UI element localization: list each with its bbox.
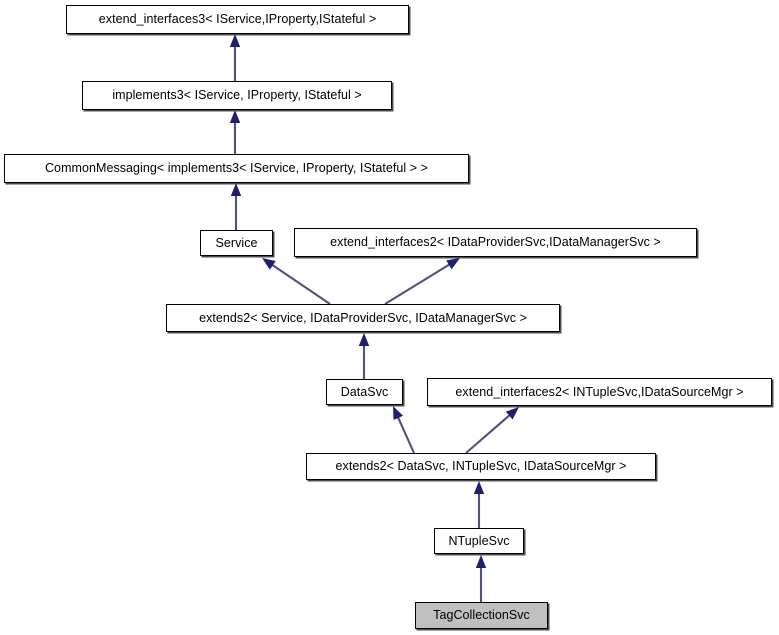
class-node-extends2_service[interactable]: extends2< Service, IDataProviderSvc, IDa… [166, 304, 560, 332]
class-node-DataSvc[interactable]: DataSvc [326, 379, 403, 405]
arrowhead-icon [505, 407, 519, 420]
arrowhead-icon [475, 555, 487, 568]
class-node-label: extends2< DataSvc, INTupleSvc, IDataSour… [335, 459, 627, 474]
class-node-TagCollectionSvc[interactable]: TagCollectionSvc [415, 602, 548, 629]
inheritance-edge [473, 481, 485, 528]
arrowhead-icon [262, 258, 276, 270]
class-node-extend_interfaces2_ntuple[interactable]: extend_interfaces2< INTupleSvc,IDataSour… [427, 378, 772, 406]
inheritance-edge [358, 333, 370, 379]
class-node-label: extend_interfaces2< INTupleSvc,IDataSour… [455, 384, 744, 399]
inheritance-edge [465, 407, 519, 454]
arrowhead-icon [229, 110, 241, 123]
inheritance-edge [262, 258, 331, 305]
class-node-label: TagCollectionSvc [433, 608, 530, 623]
arrowhead-icon [473, 481, 485, 494]
inheritance-edge [229, 34, 241, 81]
class-node-label: DataSvc [340, 384, 389, 399]
inheritance-edge [393, 406, 415, 454]
class-node-label: implements3< IService, IProperty, IState… [112, 88, 362, 103]
inheritance-edge [384, 258, 460, 305]
class-node-extend_interfaces3[interactable]: extend_interfaces3< IService,IProperty,I… [66, 5, 409, 34]
class-node-label: extend_interfaces2< IDataProviderSvc,IDa… [330, 235, 661, 250]
class-node-label: Service [215, 235, 258, 250]
arrowhead-icon [229, 34, 241, 47]
class-node-extends2_datasvc[interactable]: extends2< DataSvc, INTupleSvc, IDataSour… [306, 453, 656, 480]
class-node-label: extend_interfaces3< IService,IProperty,I… [98, 12, 377, 27]
class-node-label: CommonMessaging< implements3< IService, … [44, 161, 428, 176]
arrowhead-icon [393, 406, 404, 420]
class-node-implements3[interactable]: implements3< IService, IProperty, IState… [82, 81, 392, 110]
class-node-label: NTupleSvc [448, 533, 510, 548]
arrowhead-icon [230, 183, 242, 196]
class-node-CommonMessaging[interactable]: CommonMessaging< implements3< IService, … [4, 154, 469, 183]
arrowhead-icon [358, 333, 370, 346]
class-node-extend_interfaces2_data[interactable]: extend_interfaces2< IDataProviderSvc,IDa… [294, 228, 697, 257]
arrowhead-icon [446, 258, 460, 270]
inheritance-edge [230, 183, 242, 230]
class-node-Service[interactable]: Service [200, 230, 273, 256]
inheritance-edge [229, 110, 241, 154]
inheritance-edge [475, 555, 487, 602]
class-node-label: extends2< Service, IDataProviderSvc, IDa… [199, 310, 527, 325]
class-node-NTupleSvc[interactable]: NTupleSvc [434, 528, 524, 554]
